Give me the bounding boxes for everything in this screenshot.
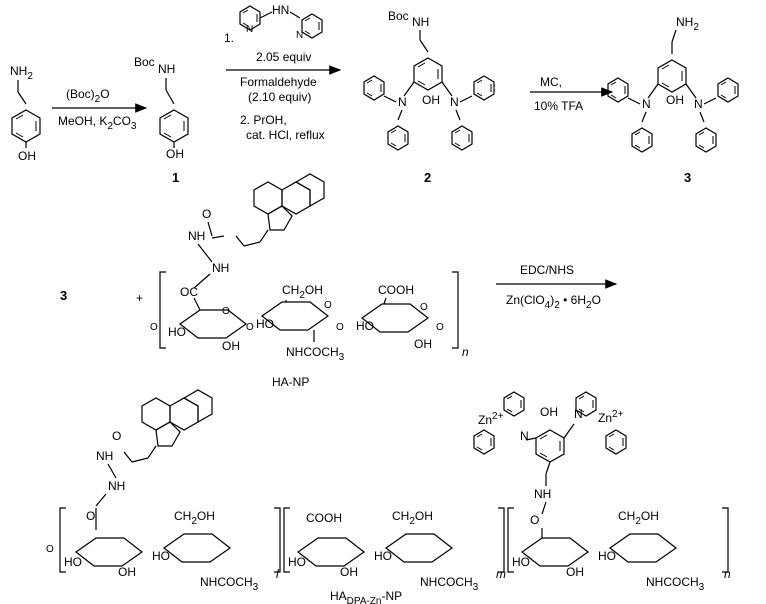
step2-catalyst: cat. HCl, reflux [246,128,325,142]
ch2oh-label: CH2OH [282,283,323,301]
ch2oh-label: CH2OH [392,509,433,527]
dpa-equiv: 2.05 equiv [256,50,311,64]
step2-solvent: 2. PrOH, [240,113,287,127]
arrow3-acid: 10% TFA [534,99,583,113]
nh-label: NH [412,15,429,29]
linker-nh: NH [212,261,229,275]
ch2oh-label: CH2OH [618,509,659,527]
hydroxyl-label: HO [598,549,616,563]
acetamido-label: NHCOCH3 [646,575,705,593]
ring-o: O [324,300,332,311]
ch2oh-label: CH2OH [174,509,215,527]
compound-3-structure: NH2 OH N N 3 [607,15,739,185]
reaction-arrow-3: MC, 10% TFA [530,75,614,113]
glycosidic-o: O [246,322,254,333]
carboxyl-label: COOH [378,283,414,297]
carbonyl-o: O [530,513,539,527]
hydroxyl-label: OH [414,337,432,351]
formaldehyde-label: Formaldehyde [240,75,317,89]
boc-label: Boc [388,9,409,23]
repeat-n: n [724,567,731,581]
compound-number-1: 1 [172,170,179,185]
formaldehyde-equiv: (2.10 equiv) [248,90,311,104]
arrow1-reagent-boc2o: (Boc)2O [66,87,110,105]
ester-oc: OC [180,285,198,299]
reactant-3-label: 3 [60,288,67,303]
reaction-arrow-2: 1. HN N N 2.05 equiv Formaldehyde (2.10 … [224,3,342,142]
arrow4-coupling-reagent: EDC/NHS [520,263,574,277]
amide-nh: NH [96,449,113,463]
linker-nh: NH [534,487,551,501]
hydroxyl-label: HO [288,555,306,569]
plus-sign: + [136,291,143,305]
glycosidic-o: O [436,322,444,333]
amine-n-right: N [574,407,583,421]
carbonyl-o: O [112,429,121,443]
compound-2-structure: Boc NH OH N N 2 [363,9,495,185]
glycosidic-o: O [150,322,158,333]
amine-n-left: N [398,95,407,109]
linker-nh: NH [108,479,125,493]
hydroxyl-label: HO [152,549,170,563]
amine-n-right: N [450,95,459,109]
arrow4-zinc-reagent: Zn(ClO4)2 • 6H2O [506,293,601,311]
hydroxyl-label: OH [222,339,240,353]
acetamido-label: NHCOCH3 [420,575,479,593]
nh-label: NH [158,62,175,76]
amide-nh: NH [188,229,205,243]
ester-o: O [86,509,95,523]
hydroxyl-label: OH [422,93,440,107]
ha-dpa-zn-np-structure: O NH NH O Zn2+ Zn2+ N N OH NH O l m [46,389,731,604]
compound-number-3: 3 [684,170,691,185]
glycosidic-o: O [46,544,54,555]
step-number-1: 1. [224,31,234,45]
glycosidic-o: O [336,322,344,333]
arrow3-solvent: MC, [540,75,562,89]
hydroxyl-label: HO [512,555,530,569]
hydroxyl-label: OH [118,565,136,579]
repeat-l: l [276,567,279,581]
polymer-name-ha-dpa-zn-np: HADPA-Zn-NP [330,589,402,604]
polymer-name-ha-np: HA-NP [272,375,309,389]
reaction-arrow-1: (Boc)2O MeOH, K2CO3 [52,87,148,132]
ring-o: O [222,306,230,317]
hydroxyl-label: OH [166,147,184,161]
hydroxyl-label: HO [168,325,186,339]
amine-label: NH2 [10,64,33,82]
tyramine-structure: NH2 OH [10,64,41,163]
n-label: N [246,24,253,35]
hydroxyl-label: OH [566,565,584,579]
amine-label: NH2 [676,15,699,33]
hydroxyl-label: OH [666,93,684,107]
repeat-m: m [496,567,506,581]
ring-o: O [420,302,428,313]
dpa-nh-label: HN [272,3,289,17]
amine-n-left: N [642,97,651,111]
ha-np-structure: O NH NH OC n O O HO OH O CH2OH HO O NHCO… [150,173,469,389]
compound-number-2: 2 [424,170,431,185]
zinc-ion-right: Zn2+ [598,409,624,425]
acetamido-label: NHCOCH3 [200,575,259,593]
hydroxyl-label: HO [256,317,274,331]
compound-1-structure: Boc NH OH 1 [134,55,189,185]
hydroxyl-label: HO [64,555,82,569]
hydroxyl-label: OH [340,565,358,579]
arrow1-reagent-solvent: MeOH, K2CO3 [58,114,137,132]
hydroxyl-label: HO [374,549,392,563]
boc-label: Boc [134,55,155,69]
amine-n-left: N [520,429,529,443]
amine-n-right: N [694,97,703,111]
repeat-n: n [462,345,469,359]
hydroxyl-label: OH [540,405,558,419]
carbonyl-o: O [202,207,211,221]
acetamido-label: NHCOCH3 [286,345,345,363]
carboxyl-label: COOH [306,511,342,525]
hydroxyl-label: OH [18,149,36,163]
n-label: N [296,30,303,41]
hydroxyl-label: HO [356,319,374,333]
reaction-arrow-4: EDC/NHS Zn(ClO4)2 • 6H2O [496,263,618,311]
zinc-ion-left: Zn2+ [478,411,504,427]
